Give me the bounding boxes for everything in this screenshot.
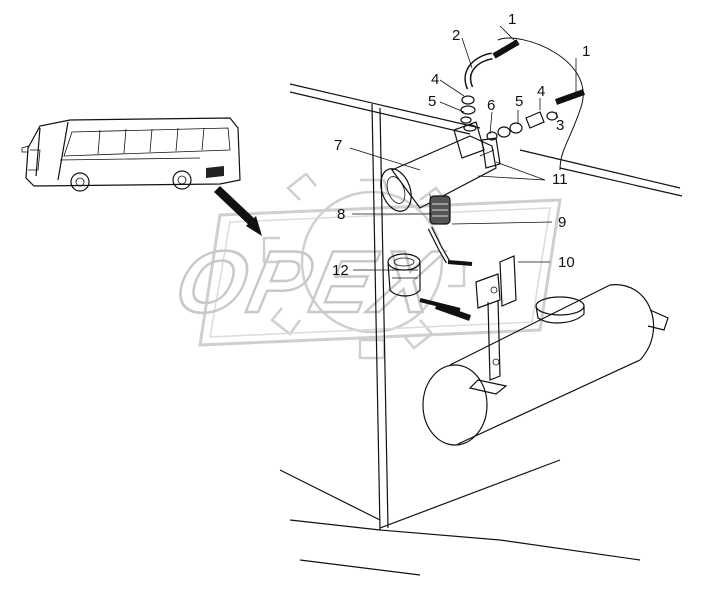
callout-1-right: 1 — [582, 43, 590, 60]
drain-valve — [429, 195, 451, 225]
callout-11: 11 — [552, 171, 568, 188]
callout-3: 3 — [556, 117, 564, 134]
mounting-bracket — [468, 255, 517, 395]
callout-4-left: 4 — [431, 71, 439, 88]
callout-9: 9 — [558, 214, 566, 231]
callout-labels: 1 1 2 3 4 4 5 5 6 7 8 9 10 11 12 — [332, 11, 590, 279]
callout-5-left: 5 — [428, 93, 436, 110]
fittings — [460, 95, 558, 141]
callout-7: 7 — [334, 137, 342, 154]
callout-4-right: 4 — [537, 83, 545, 100]
callout-8: 8 — [337, 206, 345, 223]
callout-2: 2 — [452, 27, 460, 44]
callout-12: 12 — [332, 262, 349, 279]
watermark-text: OPEX — [168, 232, 450, 331]
callout-10: 10 — [558, 254, 575, 271]
callout-5-right: 5 — [515, 93, 523, 110]
body-panel-lines — [279, 83, 683, 576]
air-pipes — [419, 37, 586, 321]
callout-1-top: 1 — [508, 11, 516, 28]
fuel-tank — [422, 284, 669, 446]
pointer-arrow — [214, 186, 262, 236]
callout-6: 6 — [487, 97, 495, 114]
bus-illustration — [21, 117, 241, 192]
leader-lines — [349, 25, 577, 271]
filter-unit — [387, 253, 421, 297]
water-separator — [380, 121, 501, 212]
